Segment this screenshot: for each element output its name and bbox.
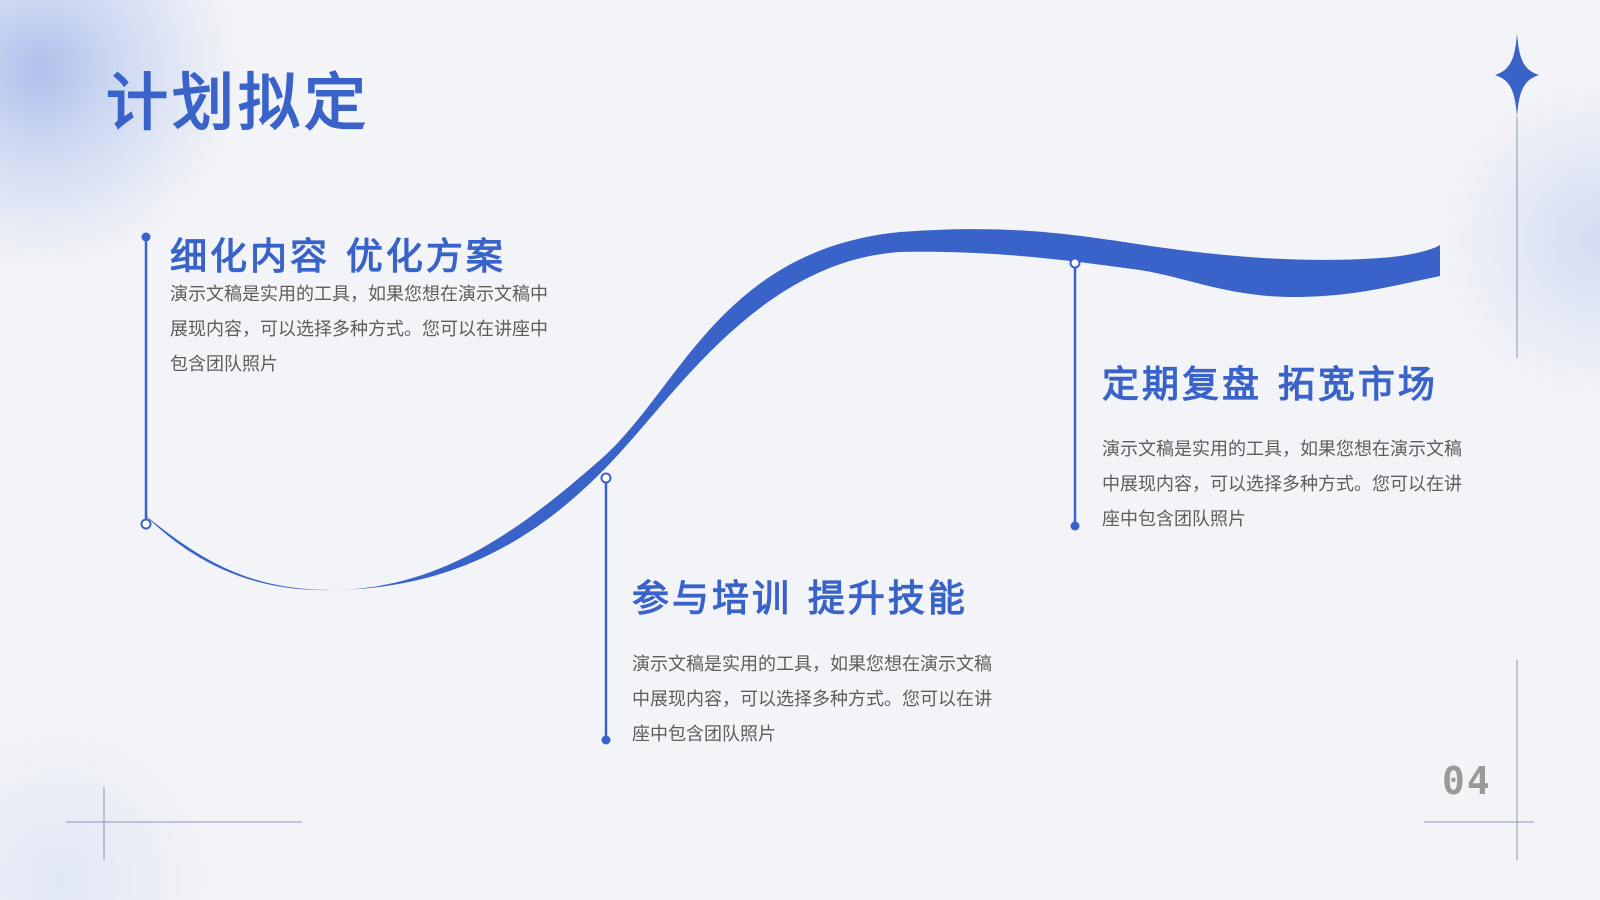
sparkle-star-icon: [1495, 33, 1539, 117]
wave-brush-stroke: [145, 229, 1440, 591]
block-1-heading: 细化内容 优化方案: [170, 235, 506, 278]
page-number: 04: [1442, 759, 1492, 803]
connector-dot-curve-2: [600, 472, 612, 484]
connector-dot-bottom-2: [601, 735, 611, 745]
connector-dot-top-1: [141, 232, 151, 242]
block-3-body: 演示文稿是实用的工具，如果您想在演示文稿中展现内容，可以选择多种方式。您可以在讲…: [1102, 439, 1462, 530]
page-title: 计划拟定: [106, 66, 371, 139]
block-3-heading: 定期复盘 拓宽市场: [1102, 363, 1438, 406]
block-1-body: 演示文稿是实用的工具，如果您想在演示文稿中展现内容，可以选择多种方式。您可以在讲…: [170, 284, 548, 375]
block-2-heading: 参与培训 提升技能: [632, 577, 968, 620]
connector-dot-curve-3: [1069, 257, 1081, 269]
block-2-body: 演示文稿是实用的工具，如果您想在演示文稿中展现内容，可以选择多种方式。您可以在讲…: [632, 654, 992, 745]
connector-dot-bottom-3: [1070, 521, 1080, 531]
connector-dot-curve-1: [140, 518, 152, 530]
